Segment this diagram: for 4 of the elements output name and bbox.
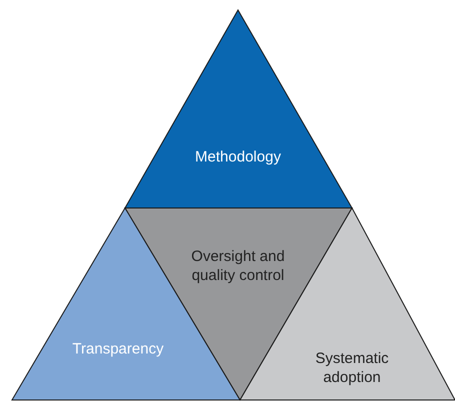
segment-label: Oversight and quality control — [190, 247, 286, 285]
segment-label: Systematic adoption — [314, 349, 390, 387]
segment-label: Methodology — [194, 148, 282, 166]
segment-label: Transparency — [71, 340, 165, 358]
